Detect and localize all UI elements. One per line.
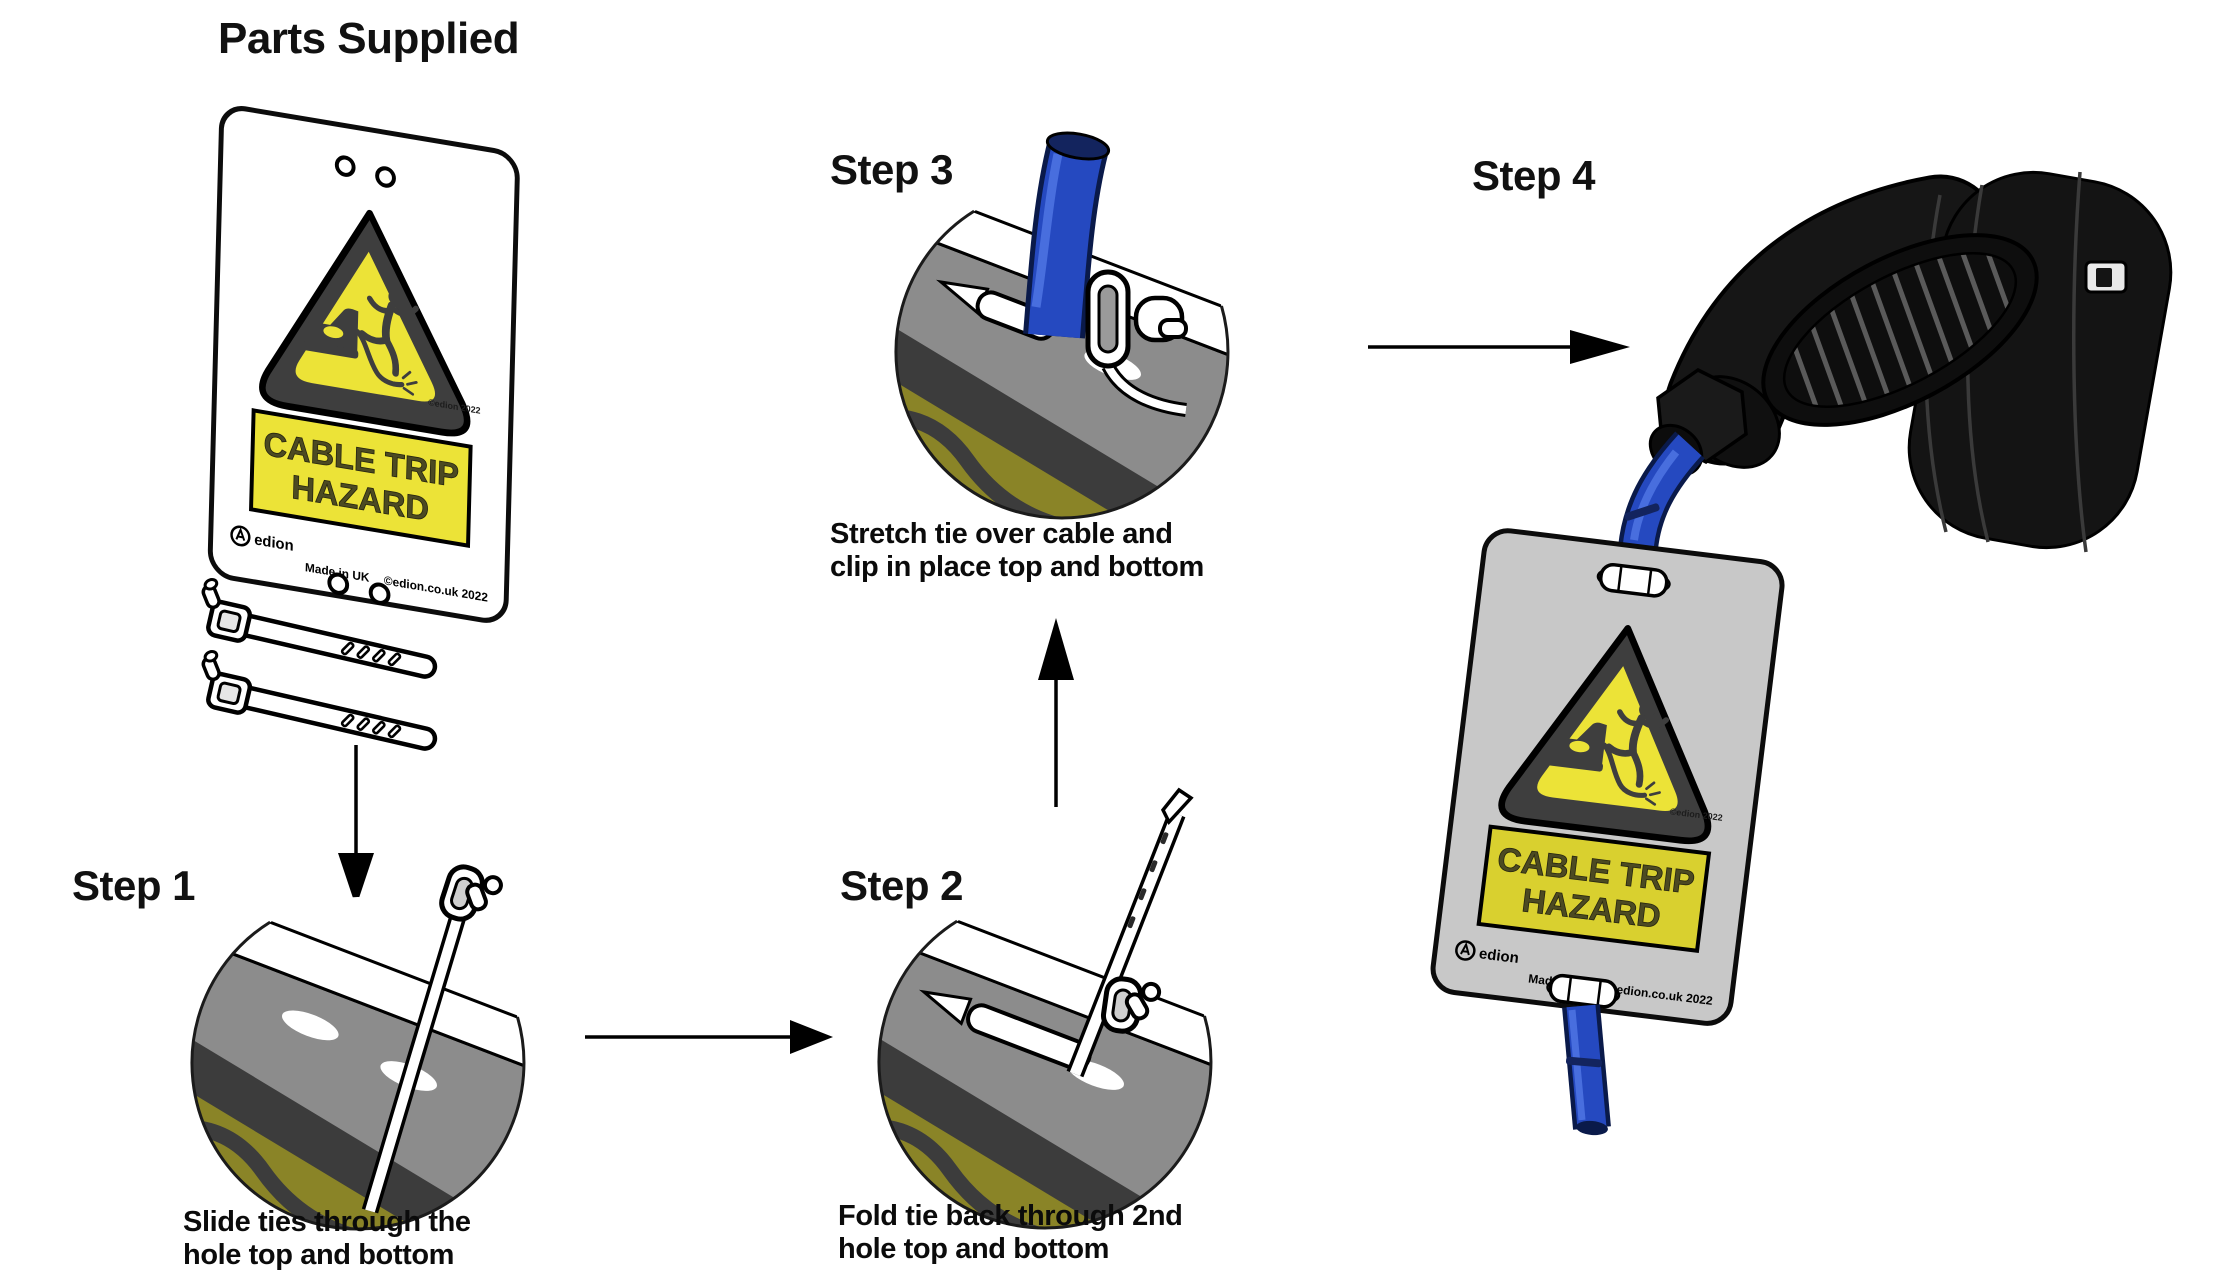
edion-logo-icon	[230, 525, 251, 547]
arrow-right-step3-to-step4-icon	[1368, 330, 1630, 364]
tie-strap-folded-back	[1066, 787, 1194, 1078]
step-2-zoom-bubble	[785, 787, 1305, 1286]
attached-hazard-sign: ©edion 2022 CABLE TRIP HAZARD edion Made…	[1430, 528, 1785, 1026]
tie-capsule-bottom	[1546, 973, 1621, 1009]
sign-top-hole	[375, 166, 396, 188]
step-2-label: Step 2	[840, 862, 964, 909]
step-1-caption: Slide ties through the hole top and bott…	[183, 1206, 471, 1271]
arrow-right-step1-to-step2-icon	[585, 1020, 833, 1054]
tie-capsule-top	[1596, 562, 1671, 598]
step-1-zoom-bubble	[118, 823, 598, 1286]
sign-brand: edion	[254, 531, 294, 555]
ev-charging-connector	[1648, 170, 2173, 553]
charging-cable-upper	[1618, 431, 1705, 551]
svg-text:edion: edion	[1478, 945, 1520, 967]
cable-tie-1	[192, 576, 444, 686]
step-2-caption: Fold tie back through 2nd hole top and b…	[838, 1200, 1183, 1265]
arrow-up-step2-to-step3-icon	[1038, 618, 1074, 807]
tie-through-hole	[361, 863, 503, 1214]
sign-bottom-hole	[327, 572, 350, 596]
arrow-down-icon	[338, 745, 374, 907]
step-3-zoom-bubble	[782, 131, 1342, 632]
sign-top-hole	[334, 155, 356, 177]
connector-latch-hole	[2084, 260, 2128, 294]
step-4-label: Step 4	[1472, 152, 1596, 199]
sign-bottom-hole	[368, 582, 391, 605]
step-3-label: Step 3	[830, 146, 954, 193]
tie-stretched-over-cable	[1085, 269, 1188, 417]
step-1-label: Step 1	[72, 862, 196, 909]
charging-cable-section	[1023, 131, 1111, 339]
supplied-sign-illustration: ©edion 2022 CABLE TRIP HAZARD edion Made…	[207, 106, 520, 623]
charging-cable-lower	[1562, 1004, 1611, 1136]
parts-supplied-title: Parts Supplied	[218, 14, 520, 63]
step-3-caption: Stretch tie over cable and clip in place…	[830, 518, 1204, 583]
edion-logo-icon	[1455, 940, 1476, 961]
step-4-assembled-illustration: ©edion 2022 CABLE TRIP HAZARD edion Made…	[1430, 170, 2173, 1136]
